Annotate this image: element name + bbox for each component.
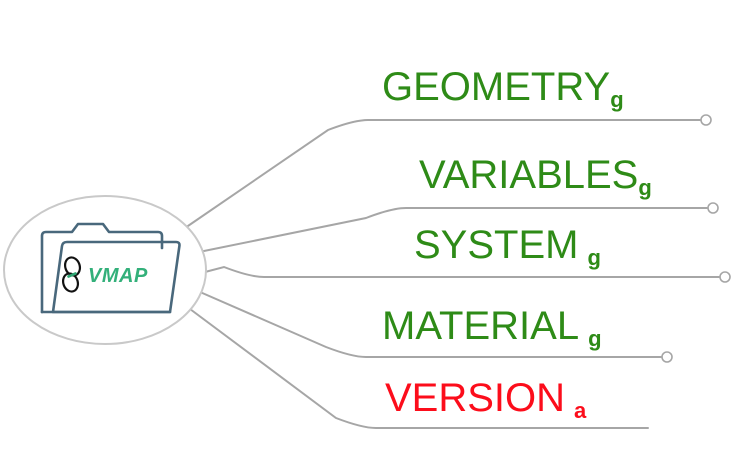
branch-label-geometry[interactable]: GEOMETRYg	[382, 65, 624, 111]
endpoint-circle-variables[interactable]	[707, 202, 719, 214]
chain-link-icon	[61, 256, 82, 293]
branch-subscript-variables: g	[638, 175, 652, 200]
branch-label-text-geometry: GEOMETRY	[382, 65, 611, 109]
connector-geometry	[184, 119, 701, 229]
endpoint-circle-geometry[interactable]	[700, 114, 712, 126]
connector-material	[199, 291, 662, 358]
branch-label-text-material: MATERIAL	[382, 304, 580, 348]
endpoint-circle-material[interactable]	[661, 351, 673, 363]
branch-label-text-version: VERSION	[385, 376, 566, 420]
endpoint-circle-system[interactable]	[719, 271, 731, 283]
branch-label-text-variables: VARIABLES	[419, 153, 639, 197]
branch-subscript-geometry: g	[610, 87, 624, 112]
folder-icon[interactable]	[40, 222, 181, 314]
connector-system	[204, 265, 720, 278]
root-label-vmap: VMAP	[88, 265, 148, 287]
branch-label-material[interactable]: MATERIAL g	[382, 304, 602, 350]
connector-variables	[198, 207, 708, 253]
branch-label-system[interactable]: SYSTEM g	[414, 223, 601, 269]
branch-subscript-version: a	[574, 398, 587, 423]
branch-subscript-system: g	[587, 245, 601, 270]
branch-label-variables[interactable]: VARIABLESg	[419, 153, 652, 199]
endpoint-circles	[661, 114, 731, 363]
branch-subscript-material: g	[588, 326, 602, 351]
branch-label-text-system: SYSTEM	[414, 223, 579, 267]
branch-label-version[interactable]: VERSION a	[385, 376, 586, 422]
connector-lines	[184, 119, 720, 429]
connector-version	[189, 308, 649, 429]
